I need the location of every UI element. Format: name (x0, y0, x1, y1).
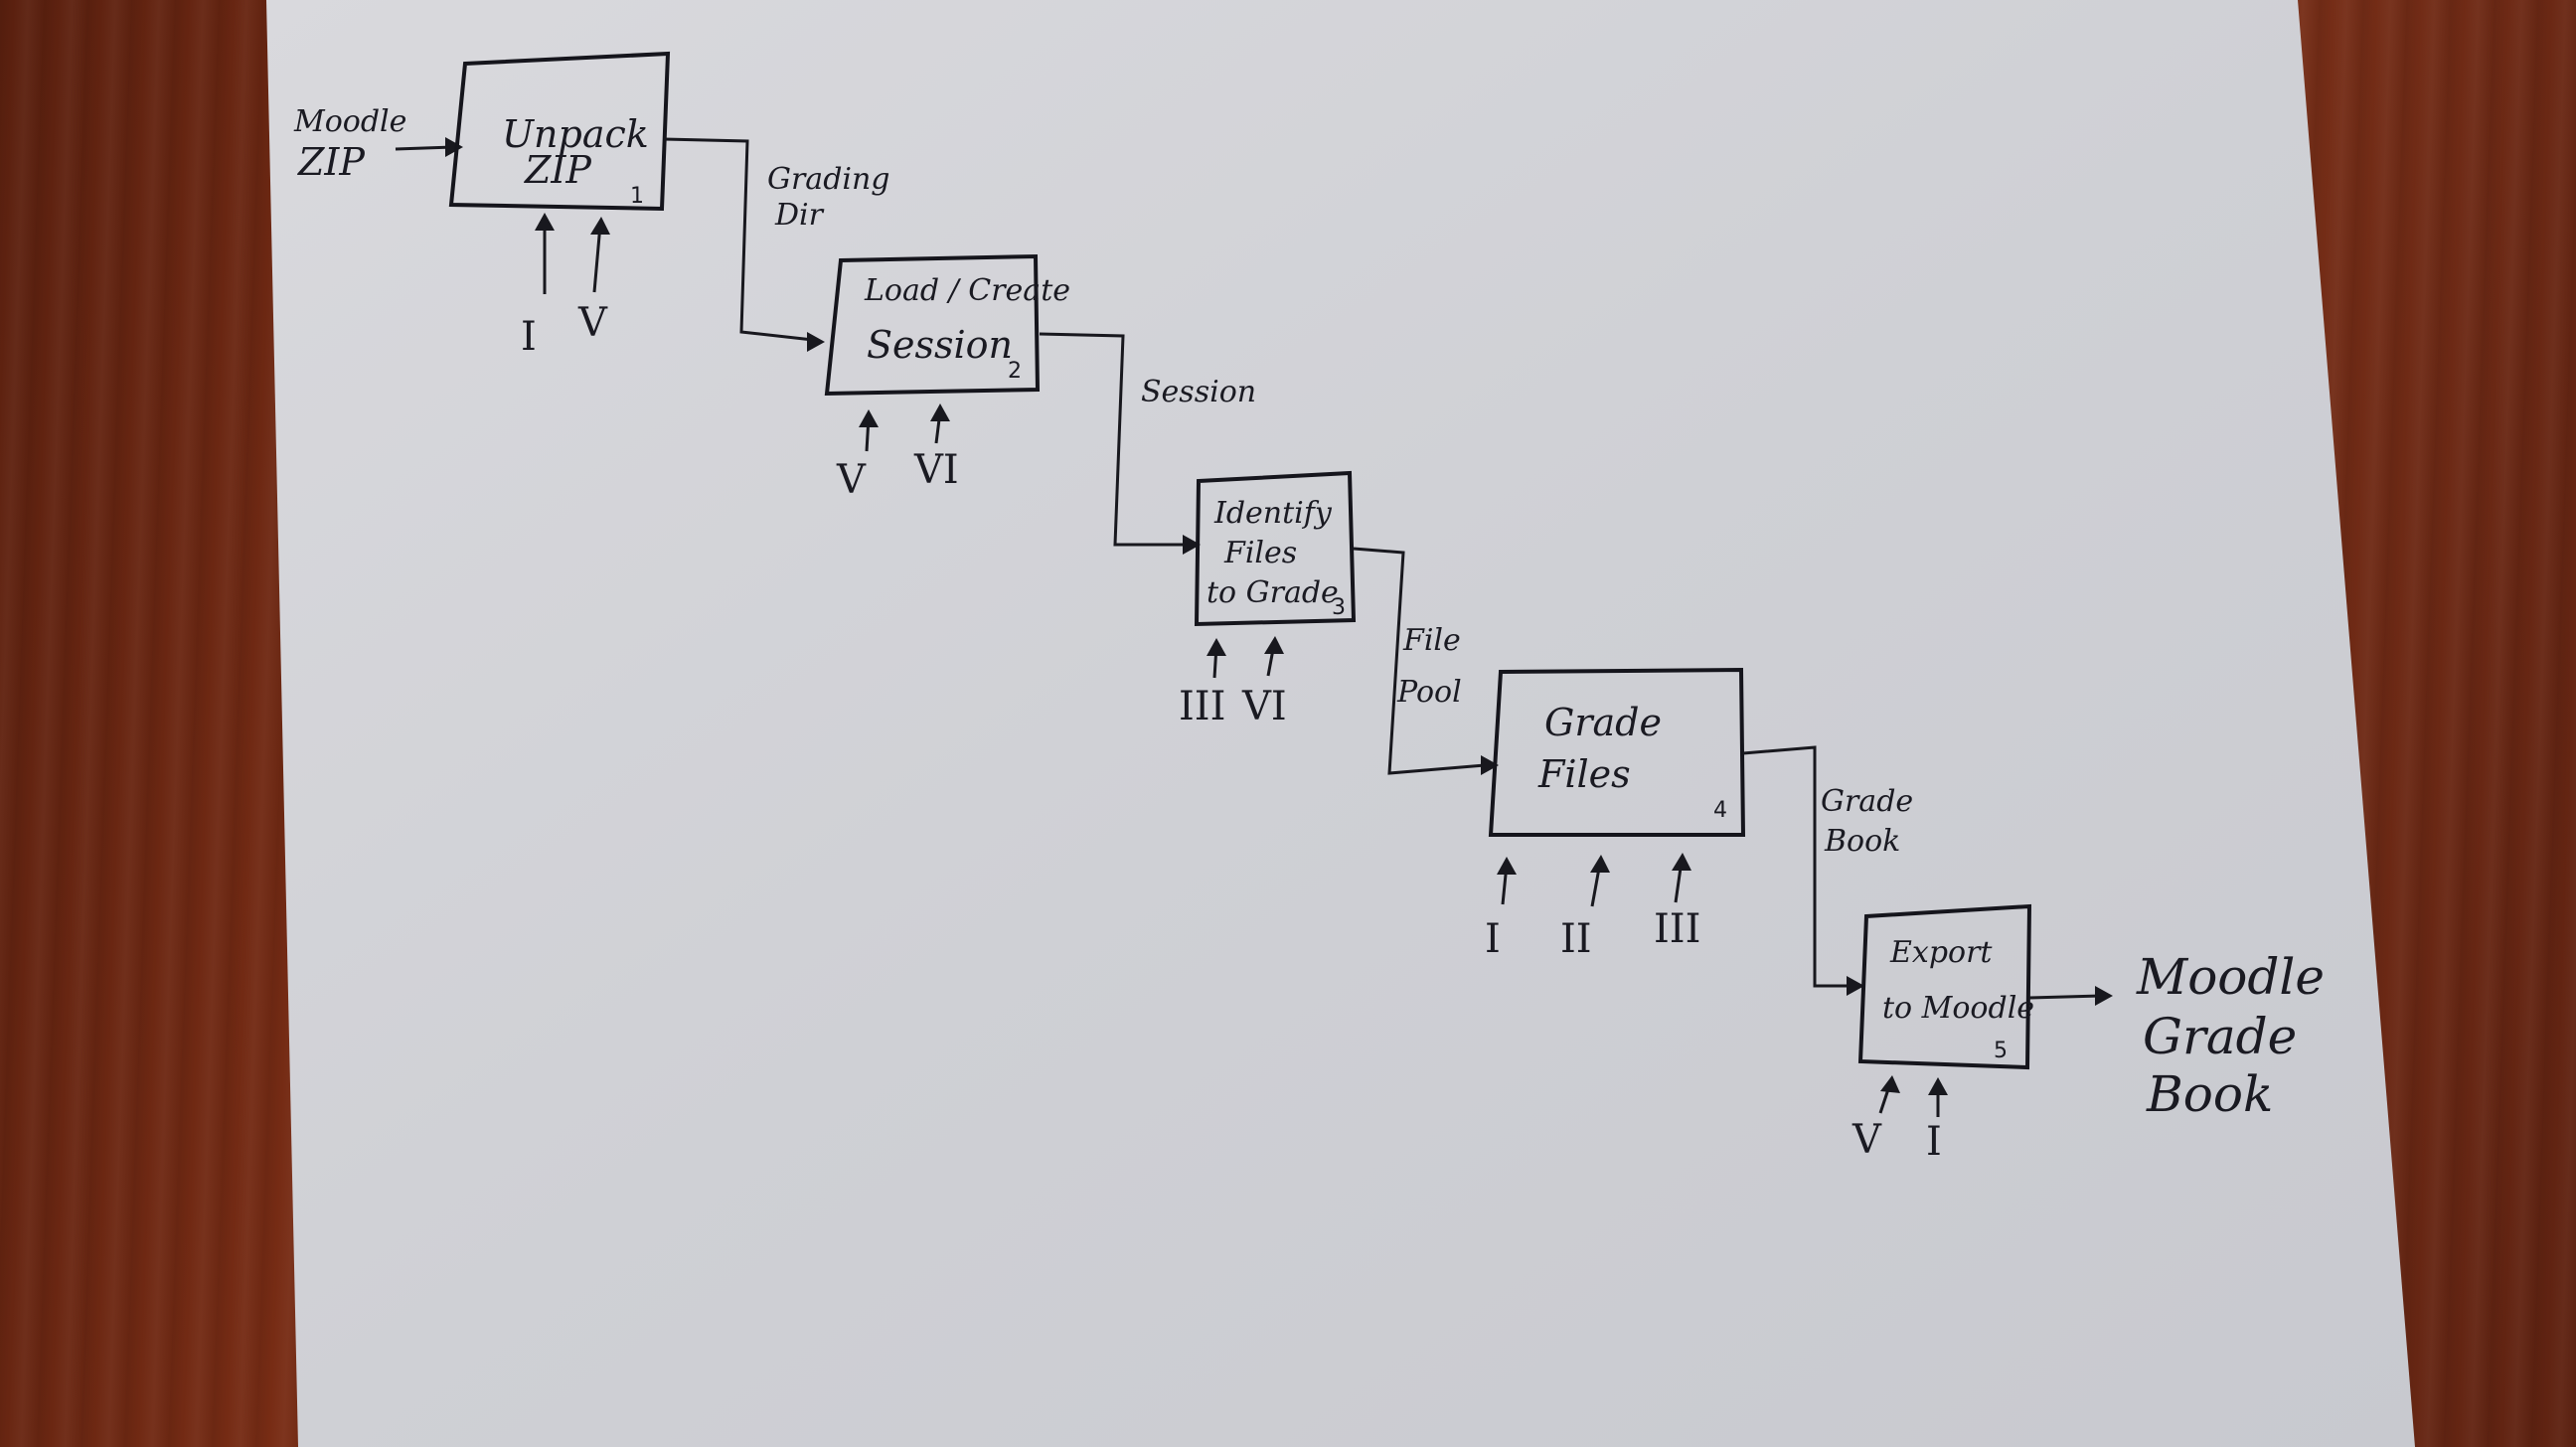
step-3-number: 3 (1332, 595, 1346, 620)
connector-3-line-2: Pool (1396, 675, 1462, 710)
connector-4-line-2: Book (1824, 824, 1900, 859)
process-box-1: Unpack ZIP 1 (448, 51, 671, 212)
step-4-control-2: II (1560, 916, 1592, 962)
process-box-4: Grade Files 4 (1488, 667, 1746, 837)
connector-1-line-2: Dir (774, 198, 825, 233)
process-box-3: Identify Files to Grade 3 (1194, 470, 1357, 627)
output-label: Moodle Grade Book (2136, 948, 2325, 1123)
step-2-line-1: Load / Create (864, 273, 1070, 308)
step-1-number: 1 (630, 184, 644, 209)
step-5-control-2: I (1926, 1119, 1942, 1165)
paper-surface (266, 0, 2415, 1447)
step-4-number: 4 (1713, 798, 1727, 823)
input-arrow (395, 145, 454, 151)
process-box-2: Load / Create Session 2 (824, 253, 1070, 397)
step-3-line-3: to Grade (1207, 575, 1339, 610)
connector-3-line (1353, 547, 1486, 775)
step-4-control-3: III (1654, 906, 1700, 952)
step-4-control-1: I (1485, 916, 1501, 962)
connector-2-line-1: Session (1141, 375, 1256, 409)
step-4-line-2: Files (1537, 752, 1631, 796)
step-2-controls: V VI (836, 403, 959, 503)
step-2-control-2: VI (913, 447, 959, 493)
step-5-controls: V I (1852, 1075, 1948, 1165)
connector-2-line (1039, 332, 1189, 547)
input-label: Moodle ZIP (293, 104, 406, 184)
step-1-control-2: V (577, 300, 608, 346)
input-label-line-1: Moodle (293, 104, 406, 139)
output-label-line-3: Book (2146, 1065, 2273, 1123)
step-1-line-2: ZIP (524, 148, 592, 192)
step-2-number: 2 (1008, 359, 1022, 384)
step-2-line-2: Session (867, 323, 1013, 367)
step-2-control-1: V (836, 457, 867, 503)
input-label-line-2: ZIP (297, 140, 366, 184)
connector-4-line-1: Grade (1821, 784, 1913, 819)
step-1-controls: I V (521, 213, 610, 360)
step-5-line-1: Export (1889, 935, 1993, 970)
connector-4-line (1742, 745, 1852, 988)
step-4-line-1: Grade (1544, 701, 1662, 744)
output-arrow (2028, 994, 2102, 1000)
step-3-line-1: Identify (1213, 496, 1333, 531)
step-3-controls: III VI (1179, 636, 1287, 729)
step-3-control-2: VI (1241, 684, 1287, 729)
connector-3-line-1: File (1402, 623, 1461, 658)
step-3-line-2: Files (1223, 536, 1297, 570)
connector-1-line (663, 137, 814, 342)
output-label-line-1: Moodle (2136, 948, 2325, 1006)
step-5-control-1: V (1852, 1117, 1882, 1163)
step-5-line-2: to Moodle (1882, 991, 2034, 1026)
output-label-line-2: Grade (2143, 1008, 2297, 1065)
step-1-control-1: I (521, 314, 537, 360)
connector-1-line-1: Grading (767, 162, 890, 197)
process-box-5: Export to Moodle 5 (1857, 903, 2034, 1070)
step-4-controls: I II III (1485, 853, 1700, 962)
step-5-number: 5 (1994, 1039, 2008, 1063)
step-3-control-1: III (1179, 684, 1225, 729)
step-1-line-1: Unpack (502, 112, 649, 156)
